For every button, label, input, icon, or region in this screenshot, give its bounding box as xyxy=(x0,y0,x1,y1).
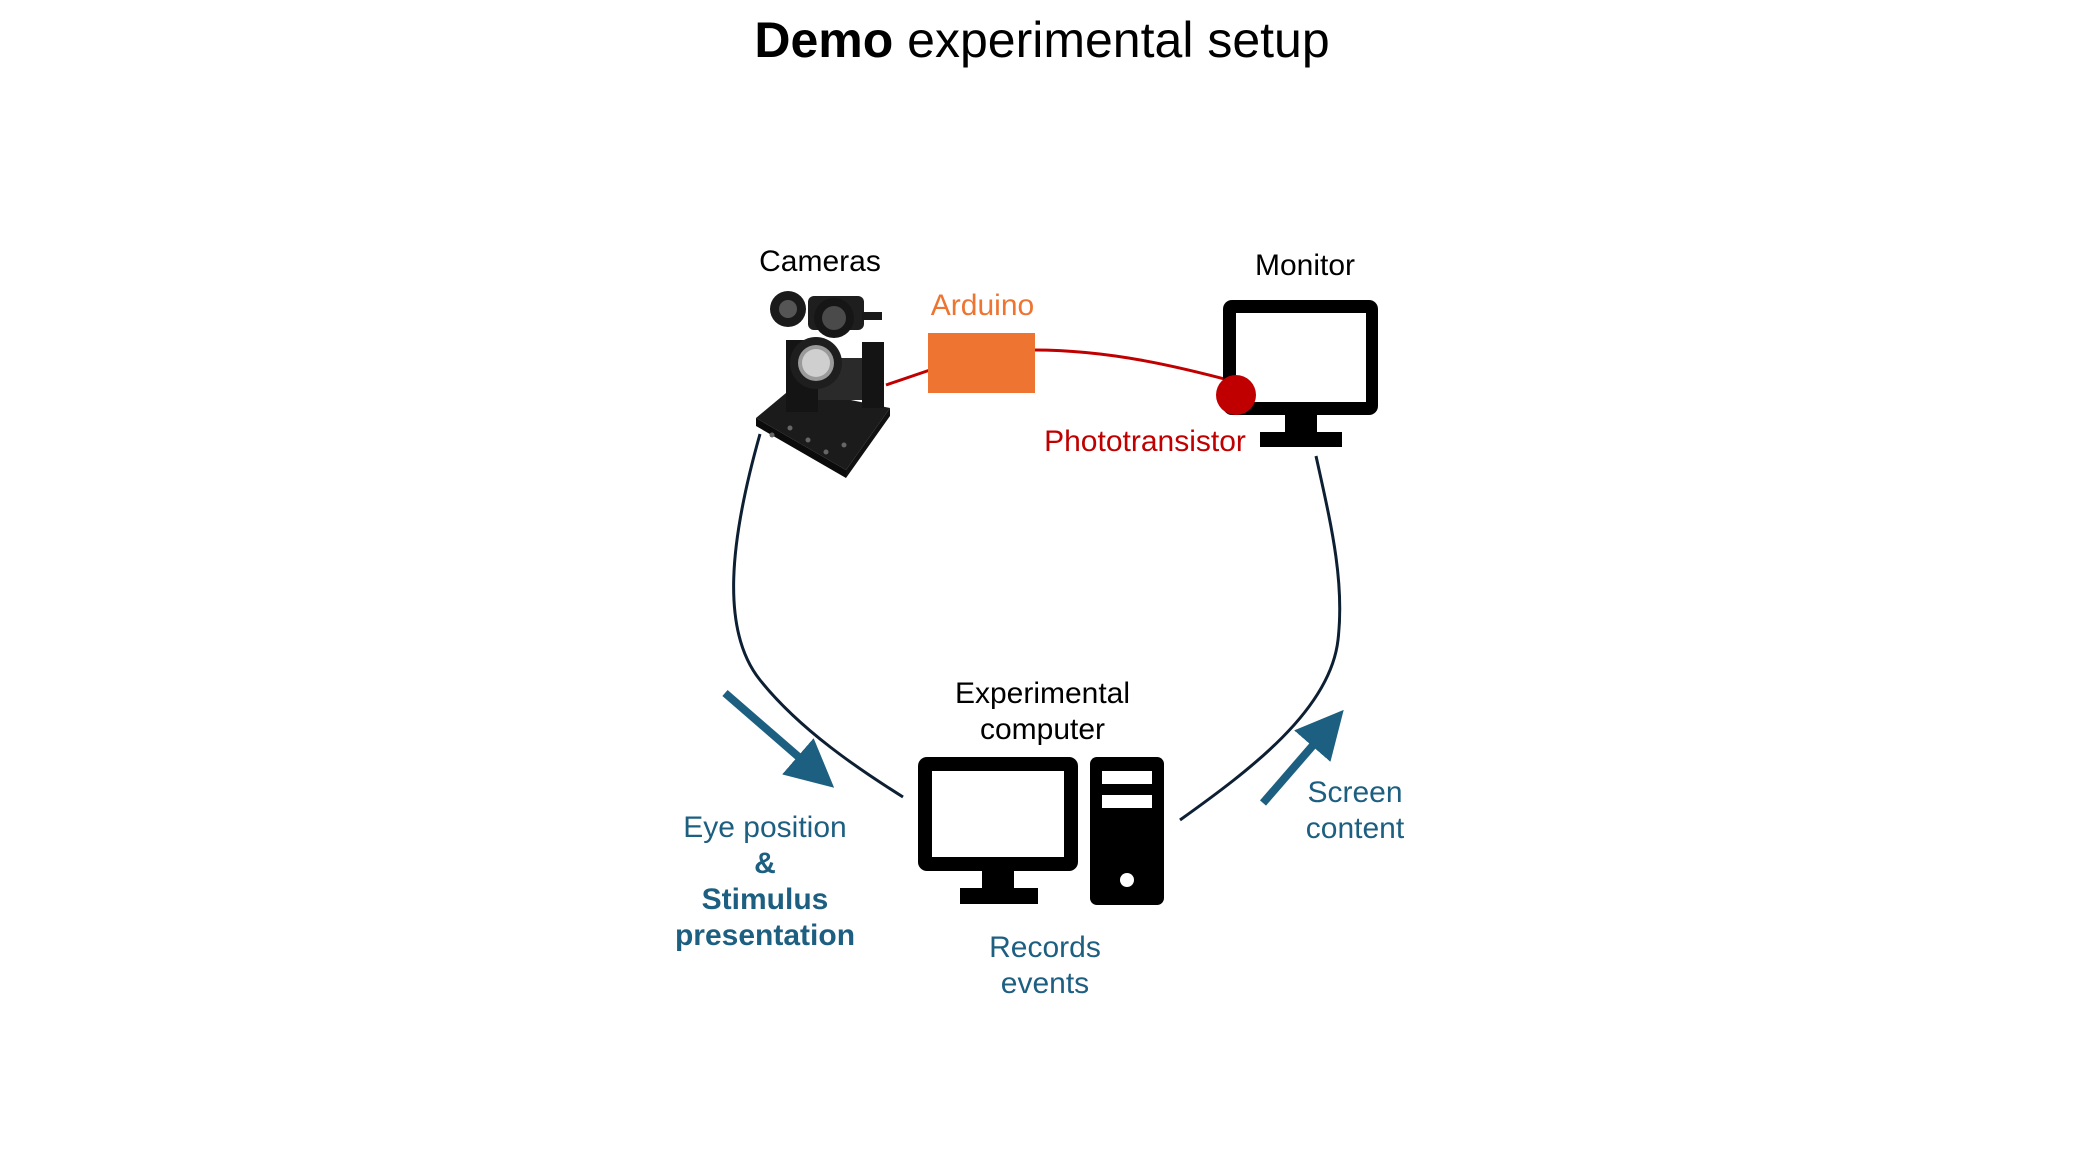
arduino-box xyxy=(928,333,1035,393)
screen-content-arrow xyxy=(1259,709,1344,806)
records-events-line2: events xyxy=(1000,967,1090,1000)
arduino-to-phototransistor-wire xyxy=(1033,348,1237,384)
desktop-computer-icon xyxy=(918,757,1164,905)
screen-content-line1: Screen xyxy=(1307,776,1403,809)
phototransistor-dot xyxy=(1216,375,1256,415)
monitor-to-computer-line xyxy=(1179,455,1342,822)
computer-label: Experimental computer xyxy=(930,676,1155,748)
phototransistor-label: Phototransistor xyxy=(1044,425,1246,458)
camera-to-computer-line xyxy=(732,433,904,799)
records-events-line1: Records xyxy=(989,931,1101,964)
computer-label-line2: computer xyxy=(979,713,1106,746)
ampersand-text: & xyxy=(754,847,776,880)
eye-position-label: Eye position & Stimulus presentation xyxy=(650,810,880,954)
monitor-icon xyxy=(1223,300,1378,447)
title-rest: experimental setup xyxy=(907,12,1330,68)
stimulus-text: Stimulus xyxy=(701,883,829,916)
computer-label-line1: Experimental xyxy=(954,677,1131,710)
records-events-label: Records events xyxy=(970,930,1120,1002)
page-title: Demo experimental setup xyxy=(0,12,2084,68)
screen-content-label: Screen content xyxy=(1280,775,1430,847)
eye-position-arrow xyxy=(722,689,835,788)
camera-rig-icon xyxy=(756,291,890,478)
arduino-label: Arduino xyxy=(930,289,1035,322)
presentation-text: presentation xyxy=(674,919,856,952)
eye-position-text: Eye position xyxy=(683,811,847,844)
screen-content-line2: content xyxy=(1305,812,1405,845)
monitor-label: Monitor xyxy=(1254,249,1356,282)
cameras-label: Cameras xyxy=(759,245,881,278)
camera-to-arduino-wire xyxy=(885,368,931,387)
title-bold: Demo xyxy=(754,12,894,68)
